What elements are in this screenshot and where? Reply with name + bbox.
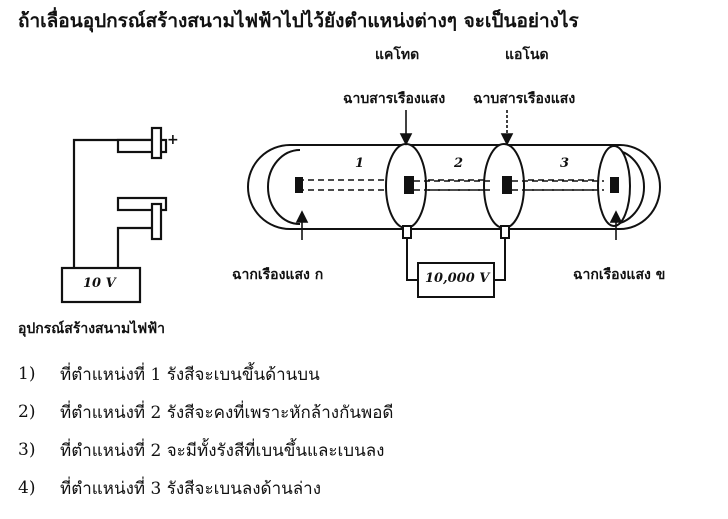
field-device-label: อุปกรณ์สร้างสนามไฟฟ้า	[18, 321, 165, 337]
coating-label-cathode: ฉาบสารเรืองแสง	[343, 91, 446, 107]
cathode-label: แคโทด	[375, 47, 420, 63]
high-voltage-circuit	[402, 225, 510, 298]
pointer-arrows	[295, 110, 623, 240]
tube-right-cap-inner	[611, 149, 645, 225]
choice-number: 1)	[18, 364, 36, 384]
choice-3[interactable]: 3) ที่ตำแหน่งที่ 2 จะมีทั้งรังสีที่เบนขึ…	[18, 431, 718, 469]
top-plate-post	[150, 126, 163, 160]
tube-left-cap-inner	[267, 149, 301, 225]
screen-b-label: ฉากเรืองแสง ข	[573, 267, 666, 283]
anode-label: แอโนด	[505, 47, 549, 63]
supply-large-label: 10,000 V	[425, 271, 490, 286]
choice-text: ที่ตำแหน่งที่ 3 รังสีจะเบนลงด้านล่าง	[60, 478, 322, 499]
screen-a-label: ฉากเรืองแสง ก	[232, 267, 324, 283]
plate-sign: +	[167, 132, 179, 148]
tube-body	[247, 144, 661, 230]
screen-b-marker	[610, 177, 619, 193]
choice-number: 2)	[18, 402, 36, 422]
region-1-label: 1	[355, 156, 365, 171]
field-device	[60, 126, 168, 304]
coating-label-anode: ฉาบสารเรืองแสง	[473, 91, 576, 107]
cathode-center	[404, 176, 414, 194]
anode-center	[502, 176, 512, 194]
cathode-ray-tube-diagram	[60, 110, 661, 304]
tube	[247, 143, 661, 230]
choice-number: 4)	[18, 478, 36, 498]
screen-a-marker	[295, 177, 303, 193]
question-title: ถ้าเลื่อนอุปกรณ์สร้างสนามไฟฟ้าไปไว้ยังตำ…	[18, 10, 579, 32]
choice-text: ที่ตำแหน่งที่ 2 รังสีจะคงที่เพราะหักล้าง…	[60, 402, 394, 423]
supply-small-box	[60, 266, 142, 304]
answer-choices: 1) ที่ตำแหน่งที่ 1 รังสีจะเบนขึ้นด้านบน …	[18, 355, 718, 507]
choice-2[interactable]: 2) ที่ตำแหน่งที่ 2 รังสีจะคงที่เพราะหักล…	[18, 393, 718, 431]
choice-text: ที่ตำแหน่งที่ 2 จะมีทั้งรังสีที่เบนขึ้นแ…	[60, 440, 385, 461]
supply-small-label: 10 V	[83, 276, 116, 291]
choice-text: ที่ตำแหน่งที่ 1 รังสีจะเบนขึ้นด้านบน	[60, 364, 320, 385]
choice-1[interactable]: 1) ที่ตำแหน่งที่ 1 รังสีจะเบนขึ้นด้านบน	[18, 355, 718, 393]
choice-number: 3)	[18, 440, 36, 460]
choice-4[interactable]: 4) ที่ตำแหน่งที่ 3 รังสีจะเบนลงด้านล่าง	[18, 469, 718, 507]
wire-bottom	[116, 226, 160, 268]
supply-large-box	[417, 262, 495, 298]
region-2-label: 2	[454, 156, 464, 171]
region-3-label: 3	[560, 156, 570, 171]
bottom-plate-post	[150, 202, 163, 241]
